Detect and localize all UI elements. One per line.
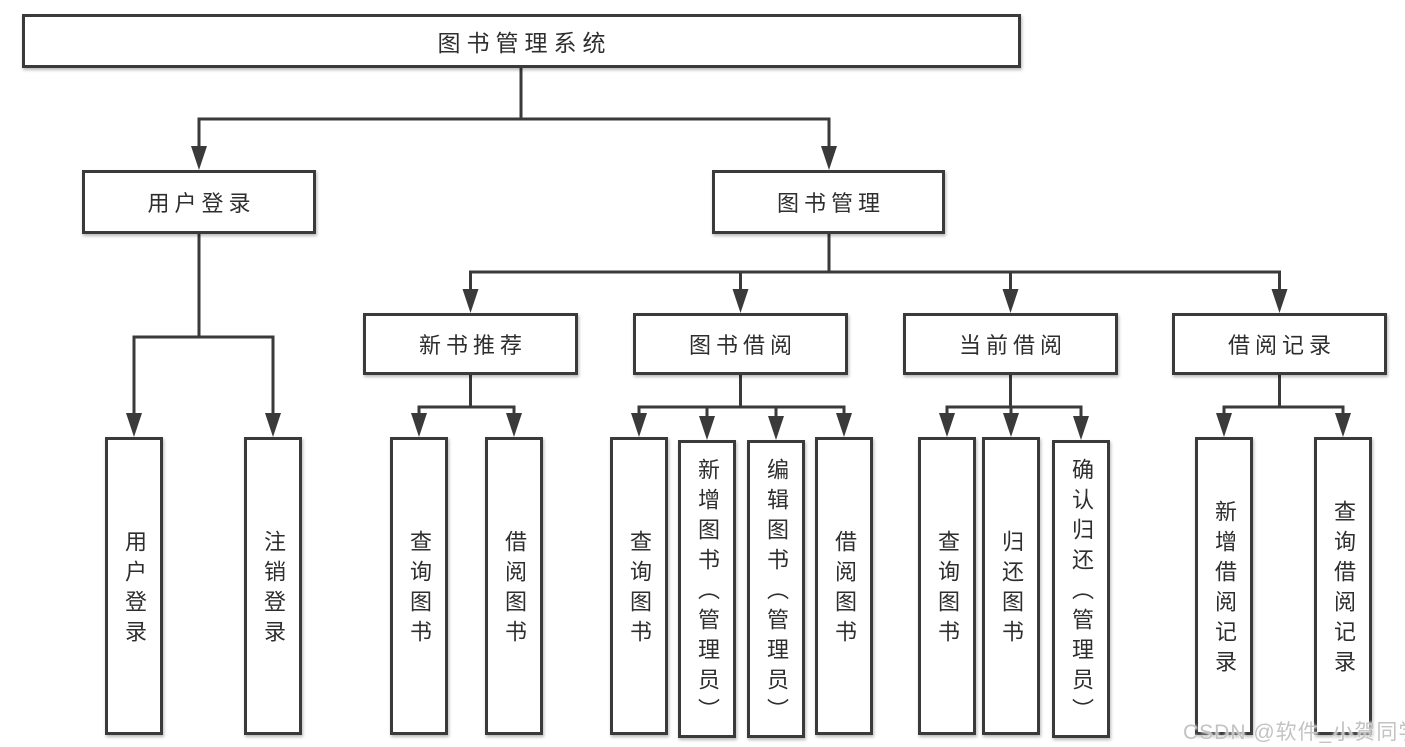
leaf-rec-query-borrow-record: 查询借阅记录 bbox=[1314, 437, 1372, 735]
arrowhead bbox=[1335, 413, 1351, 437]
arrowhead bbox=[1002, 289, 1019, 313]
node-label: 编辑图书（管理员） bbox=[764, 458, 789, 728]
leaf-user-login: 用户登录 bbox=[105, 437, 163, 735]
arrowhead bbox=[1216, 413, 1232, 437]
node-label: 查询图书 bbox=[407, 530, 432, 650]
node-book-management: 图书管理 bbox=[712, 170, 945, 234]
arrowhead bbox=[699, 416, 715, 440]
leaf-bb-borrow-books: 借阅图书 bbox=[815, 437, 873, 735]
node-label: 图书管理系统 bbox=[437, 30, 612, 56]
node-label: 查询图书 bbox=[935, 530, 960, 650]
leaf-cb-query-books: 查询图书 bbox=[918, 437, 976, 735]
arrowhead bbox=[732, 289, 749, 313]
node-current-borrowing: 当前借阅 bbox=[903, 313, 1118, 375]
csdn-watermark: CSDN @软件_小贺同学 bbox=[1183, 721, 1405, 744]
arrowhead bbox=[506, 413, 522, 437]
node-label: 借阅记录 bbox=[1227, 333, 1336, 358]
node-label: 查询借阅记录 bbox=[1331, 500, 1356, 680]
node-label: 当前借阅 bbox=[958, 333, 1067, 358]
node-user-login: 用户登录 bbox=[82, 170, 316, 234]
node-label: 用户登录 bbox=[147, 191, 256, 216]
arrowhead bbox=[1003, 413, 1019, 437]
leaf-nb-borrow-books: 借阅图书 bbox=[485, 437, 543, 735]
leaf-nb-query-books: 查询图书 bbox=[390, 437, 448, 735]
node-label: 图书借阅 bbox=[688, 333, 797, 358]
arrowhead bbox=[939, 413, 955, 437]
arrowhead bbox=[821, 146, 837, 170]
node-library-management-system: 图书管理系统 bbox=[22, 14, 1021, 68]
arrowhead bbox=[836, 413, 852, 437]
node-label: 归还图书 bbox=[999, 530, 1024, 650]
node-label: 新增借阅记录 bbox=[1212, 500, 1237, 680]
node-label: 确认归还（管理员） bbox=[1069, 458, 1094, 728]
arrowhead bbox=[191, 146, 207, 170]
leaf-bb-add-books-admin: 新增图书（管理员） bbox=[678, 440, 736, 738]
arrowhead bbox=[411, 413, 427, 437]
node-label: 新书推荐 bbox=[418, 333, 527, 358]
node-book-borrowing: 图书借阅 bbox=[633, 313, 848, 375]
arrowhead bbox=[462, 289, 479, 313]
node-label: 借阅图书 bbox=[832, 530, 857, 650]
arrowhead bbox=[265, 413, 281, 437]
leaf-logout-login: 注销登录 bbox=[244, 437, 302, 735]
arrowhead bbox=[768, 416, 784, 440]
arrowhead bbox=[631, 413, 647, 437]
arrowhead bbox=[1073, 416, 1089, 440]
node-new-book-recommendation: 新书推荐 bbox=[363, 313, 578, 375]
node-borrowing-records: 借阅记录 bbox=[1172, 313, 1387, 375]
node-label: 借阅图书 bbox=[502, 530, 527, 650]
node-label: 查询图书 bbox=[627, 530, 652, 650]
node-label: 用户登录 bbox=[122, 530, 147, 650]
arrowhead bbox=[1271, 289, 1288, 313]
arrowhead bbox=[126, 413, 142, 437]
leaf-cb-return-books: 归还图书 bbox=[982, 437, 1040, 735]
leaf-bb-edit-books-admin: 编辑图书（管理员） bbox=[747, 440, 805, 738]
node-label: 注销登录 bbox=[261, 530, 286, 650]
node-label: 图书管理 bbox=[776, 191, 885, 216]
leaf-rec-add-borrow-record: 新增借阅记录 bbox=[1195, 437, 1253, 735]
node-label: 新增图书（管理员） bbox=[695, 458, 720, 728]
leaf-cb-confirm-return-admin: 确认归还（管理员） bbox=[1052, 440, 1110, 738]
leaf-bb-query-books: 查询图书 bbox=[610, 437, 668, 735]
